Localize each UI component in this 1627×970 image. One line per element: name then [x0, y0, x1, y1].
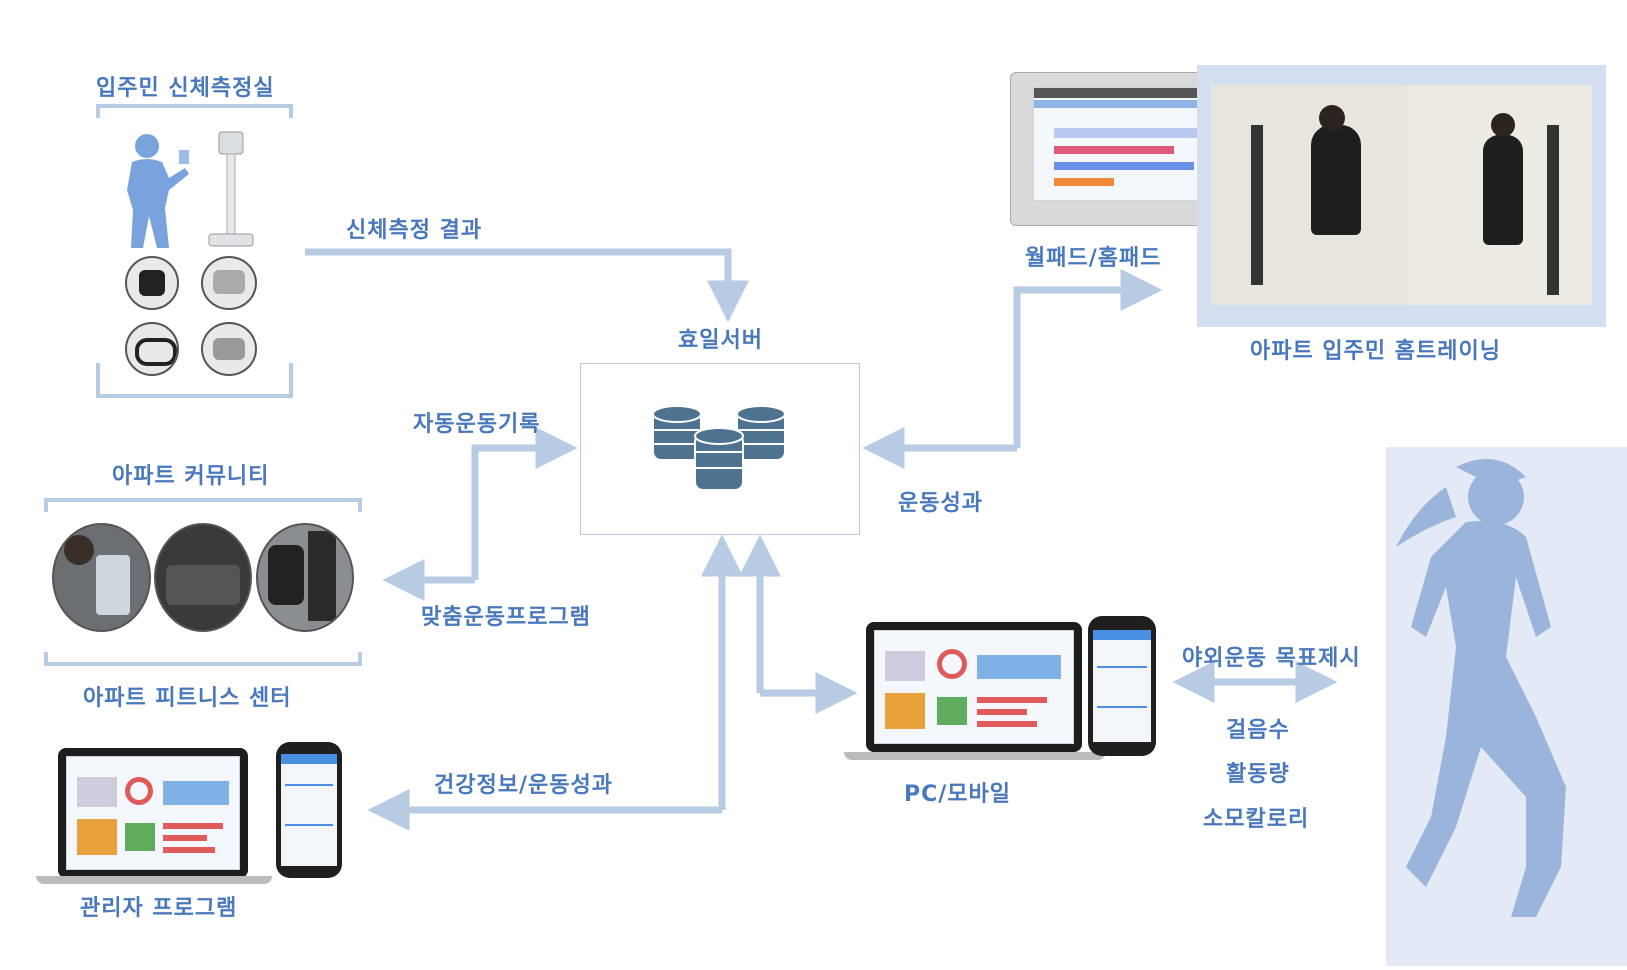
- home-training-title: 아파트 입주민 홈트레이닝: [1250, 339, 1501, 364]
- server-title: 효일서버: [678, 328, 763, 353]
- wallpad-label: 월패드/홈패드: [1025, 246, 1162, 271]
- body-composition-scale: [205, 130, 257, 250]
- pc-laptop: [866, 622, 1082, 752]
- runner-panel: [1386, 447, 1627, 966]
- admin-program-title: 관리자 프로그램: [80, 896, 238, 921]
- activity-label: 활동량: [1226, 762, 1290, 787]
- bracket-fitness-top: [44, 498, 362, 512]
- bracket-fitness-bottom: [44, 652, 362, 666]
- home-training-photo-2: [1407, 85, 1592, 305]
- health-info-label: 건강정보/운동성과: [434, 773, 613, 798]
- pc-phone: [1088, 616, 1156, 756]
- pc-laptop-base: [844, 752, 1106, 760]
- community-title: 아파트 커뮤니티: [112, 464, 270, 489]
- fitness-center-title: 아파트 피트니스 센터: [83, 686, 292, 711]
- custom-program-label: 맞춤운동프로그램: [421, 605, 591, 630]
- camera-device-icon: [201, 322, 257, 376]
- admin-phone: [276, 742, 342, 878]
- sensor-device-icon: [201, 256, 257, 310]
- auto-record-label: 자동운동기록: [413, 412, 541, 437]
- bracket-body-bottom: [96, 363, 293, 398]
- calories-label: 소모칼로리: [1203, 807, 1310, 832]
- arrow-record-to-server: [471, 427, 578, 580]
- wristband-icon: [125, 322, 179, 376]
- fitness-photo-3: [256, 523, 354, 632]
- arrow-server-to-wallpad: [1013, 269, 1163, 448]
- fitness-photo-2: [154, 523, 252, 632]
- home-training-photo-1: [1211, 85, 1408, 305]
- steps-label: 걸음수: [1226, 718, 1290, 743]
- bracket-body-top: [96, 104, 293, 118]
- server-box: [580, 363, 860, 535]
- pc-mobile-title: PC/모바일: [904, 782, 1012, 807]
- admin-laptop-base: [36, 876, 272, 884]
- admin-laptop: [58, 748, 248, 878]
- body-result-label: 신체측정 결과: [346, 218, 483, 243]
- band-device-icon: [125, 256, 179, 310]
- exercise-result-label: 운동성과: [898, 491, 983, 516]
- body-room-title: 입주민 신체측정실: [96, 76, 275, 101]
- fitness-photo-1: [52, 523, 151, 632]
- home-training-frame: [1197, 65, 1606, 327]
- person-silhouette-icon: [117, 130, 192, 250]
- database-stack-icon: [652, 405, 786, 491]
- runner-silhouette-icon: [1396, 459, 1566, 917]
- arrow-body-to-server: [305, 248, 749, 323]
- outdoor-goal-label: 야외운동 목표제시: [1182, 646, 1361, 671]
